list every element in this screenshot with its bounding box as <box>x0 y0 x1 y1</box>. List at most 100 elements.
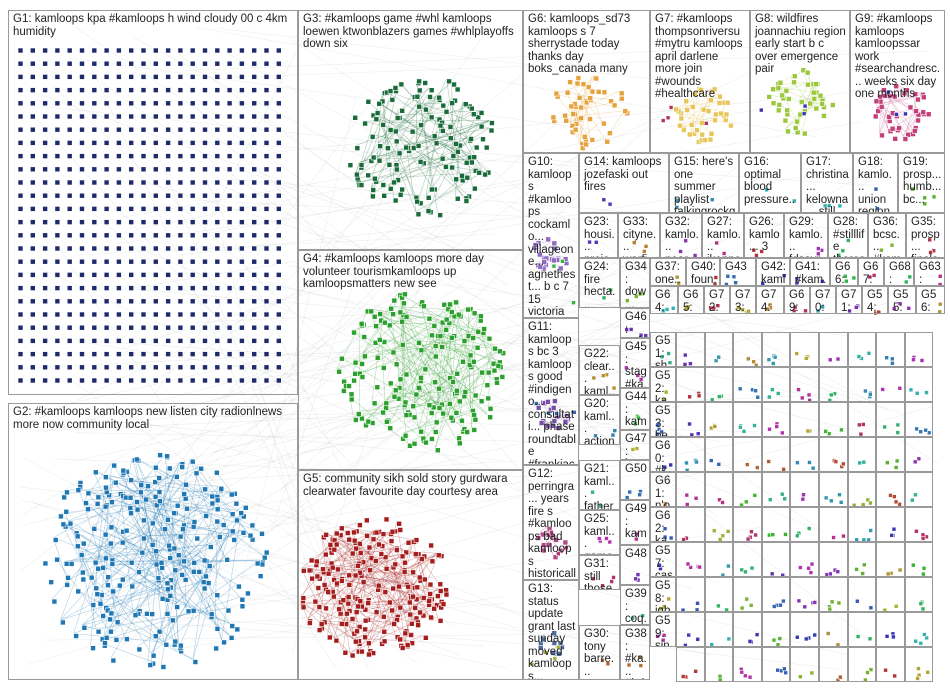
graph-node <box>263 153 270 159</box>
small-group-cell <box>904 507 934 542</box>
graph-node <box>91 179 98 186</box>
graph-edge <box>52 537 66 576</box>
graph-edge <box>124 469 177 553</box>
graph-node <box>239 140 245 146</box>
graph-node <box>202 74 208 80</box>
graph-node <box>239 153 245 159</box>
group-panel-g5: G5: community sikh sold story gurdwara c… <box>298 470 523 680</box>
graph-node <box>91 100 98 107</box>
graph-node <box>214 192 221 199</box>
graph-node <box>128 192 134 199</box>
graph-edge <box>105 549 141 583</box>
group-panel-g19: G19: prosp... humb... bc... <box>898 153 945 213</box>
graph-node <box>275 140 282 146</box>
graph-edge <box>436 382 485 406</box>
small-group-cell <box>819 507 848 542</box>
graph-node <box>189 140 196 146</box>
graph-edge <box>403 301 419 315</box>
graph-node <box>165 113 171 120</box>
group-label-g3: G3: #kamloops game #whl kamloops loewen … <box>303 13 517 50</box>
graph-edge <box>221 513 242 640</box>
group-panel-g50: G50 <box>620 460 650 500</box>
small-group-cell <box>733 612 762 647</box>
graph-edge <box>381 339 468 363</box>
graph-node <box>251 60 257 67</box>
small-group-cell <box>904 367 934 402</box>
graph-edge <box>366 561 394 641</box>
small-group-cell <box>704 332 734 367</box>
graph-node <box>189 100 196 107</box>
small-group-cell <box>733 332 762 367</box>
group-label-g41: G41: #kam... <box>795 261 827 286</box>
graph-edge <box>423 369 487 441</box>
graph-node <box>66 153 73 159</box>
graph-node <box>128 179 134 186</box>
graph-node <box>103 113 110 120</box>
node-layer <box>17 47 943 683</box>
graph-node <box>214 113 221 120</box>
graph-edge <box>139 461 181 551</box>
group-label-g63: G63: bac... <box>919 261 941 286</box>
graph-node <box>91 87 98 93</box>
graph-edge <box>173 596 503 650</box>
graph-edge <box>150 572 180 662</box>
group-label-g35: G35: prosp... finals... <box>911 216 941 257</box>
graph-edge <box>313 558 374 563</box>
graph-node <box>202 60 208 67</box>
graph-node <box>91 140 98 146</box>
graph-edge <box>23 337 640 369</box>
group-panel-g68: G68: vict... <box>884 258 914 286</box>
small-group-cell <box>876 507 905 542</box>
graph-edge <box>330 589 382 630</box>
graph-node <box>189 113 196 120</box>
graph-edge <box>108 525 172 547</box>
graph-edge <box>160 466 199 665</box>
graph-edge <box>349 396 408 444</box>
graph-edge <box>905 108 914 133</box>
graph-edge <box>135 458 182 559</box>
graph-edge <box>164 522 222 598</box>
graph-node <box>263 47 270 54</box>
graph-edge <box>387 313 453 426</box>
group-panel-g3: G3: #kamloops game #whl kamloops loewen … <box>298 10 523 250</box>
small-group-cell <box>704 542 734 577</box>
group-panel-g35: G35: prosp... finals... <box>906 213 945 258</box>
group-label-g8: G8: wildfires joannachiu region early st… <box>755 13 849 75</box>
graph-edge <box>418 370 455 376</box>
small-group-cell <box>704 612 734 647</box>
small-group-cell <box>676 612 705 647</box>
graph-node <box>153 192 159 199</box>
group-label-g30: G30: tony barre... <box>584 628 615 678</box>
graph-node <box>153 47 159 54</box>
graph-edge <box>589 89 602 122</box>
graph-node <box>116 140 122 146</box>
small-group-cell <box>704 437 734 472</box>
graph-node <box>54 100 61 107</box>
group-panel-g23: G23: housi... project bring... <box>579 213 618 258</box>
group-label-g40: G40: foun... <box>691 261 717 286</box>
group-panel-g64: G64: tod... <box>650 286 678 314</box>
graph-node <box>165 153 171 159</box>
graph-edge <box>411 435 421 442</box>
graph-edge <box>74 233 494 256</box>
graph-node <box>165 192 171 199</box>
graph-edge <box>450 359 472 419</box>
graph-edge <box>74 250 448 613</box>
graph-node <box>214 60 221 67</box>
graph-edge <box>322 619 358 642</box>
graph-node <box>189 126 196 133</box>
graph-edge <box>73 530 100 593</box>
graph-edge <box>163 513 242 643</box>
group-label-g28: G28: #stilllife theres... <box>833 216 865 257</box>
graph-node <box>116 113 122 120</box>
graph-edge <box>64 491 230 583</box>
graph-edge <box>238 277 845 404</box>
graph-node <box>177 60 184 67</box>
small-group-cell <box>819 402 848 437</box>
graph-edge <box>80 569 173 640</box>
graph-node <box>103 179 110 186</box>
graph-edge <box>62 523 169 586</box>
small-group-cell <box>733 647 762 682</box>
graph-edge <box>359 371 455 417</box>
small-group-cell <box>704 577 734 612</box>
